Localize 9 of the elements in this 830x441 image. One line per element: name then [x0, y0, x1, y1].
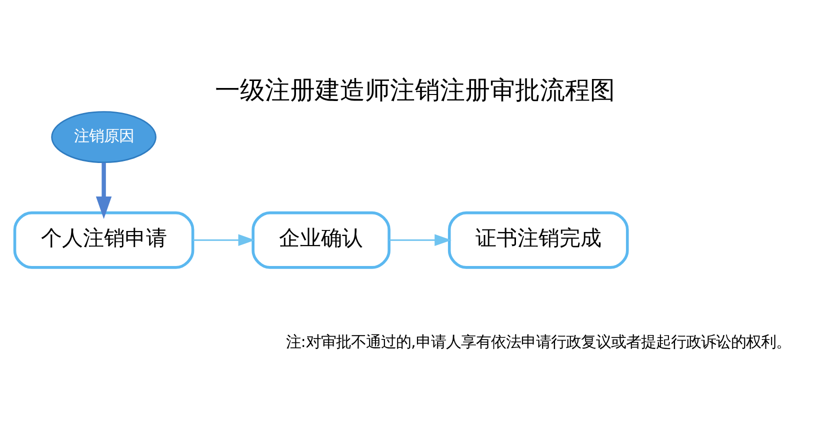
- diagram-title: 一级注册建造师注销注册审批流程图: [215, 75, 615, 104]
- node-ellipse: 注销原因: [51, 111, 156, 164]
- node-box: 个人注销申请: [13, 211, 194, 269]
- label: 注:对审批不通过的,申请人享有依法申请行政复议或者提起行政诉讼的权利。: [286, 333, 791, 352]
- arrow: [389, 234, 452, 246]
- node-box: 证书注销完成: [448, 211, 629, 269]
- node-box: 企业确认: [252, 211, 390, 269]
- arrow: [96, 162, 112, 219]
- arrow: [192, 234, 256, 246]
